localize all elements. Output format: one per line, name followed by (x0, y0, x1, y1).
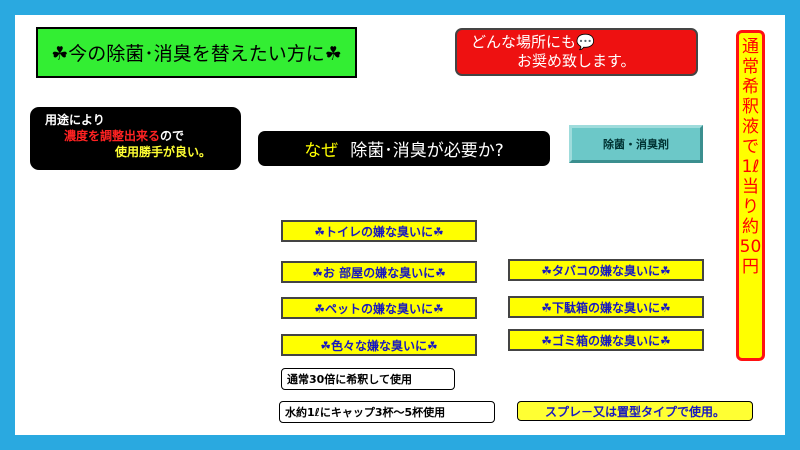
price-char: 通 (742, 37, 759, 57)
usage-line-2-rest: ので (160, 129, 185, 143)
why-box: なぜ 除菌･消臭が必要か? (258, 131, 550, 166)
water-note-text: 水約1ℓにキャップ3杯〜5杯使用 (285, 406, 446, 419)
price-char: 当 (742, 177, 759, 197)
odor-item-label: ☘お 部屋の嫌な臭いに☘ (312, 265, 446, 280)
odor-item-label: ☘トイレの嫌な臭いに☘ (314, 224, 444, 239)
odor-item-toilet: ☘トイレの嫌な臭いに☘ (281, 220, 477, 242)
odor-item-label: ☘下駄箱の嫌な臭いに☘ (541, 300, 671, 315)
recommend-line-1: どんな場所にも💬 (471, 33, 595, 51)
usage-box: 用途により 濃度を調整出来るので 使用勝手が良い。 (30, 107, 241, 170)
odor-item-trash: ☘ゴミ箱の嫌な臭いに☘ (508, 329, 704, 351)
odor-item-shoebox: ☘下駄箱の嫌な臭いに☘ (508, 296, 704, 318)
dilution-note-text: 通常30倍に希釈して使用 (287, 373, 412, 386)
water-note: 水約1ℓにキャップ3杯〜5杯使用 (279, 401, 495, 423)
title-text: ☘今の除菌･消臭を替えたい方に☘ (51, 43, 342, 65)
odor-item-room: ☘お 部屋の嫌な臭いに☘ (281, 261, 477, 283)
product-label: 除菌・消臭剤 (603, 138, 669, 151)
odor-item-various: ☘色々な嫌な臭いに☘ (281, 334, 477, 356)
price-char: 約 (742, 217, 759, 237)
slide-canvas: ☘今の除菌･消臭を替えたい方に☘ どんな場所にも💬 お奨め致します。 用途により… (15, 15, 785, 435)
price-char: 円 (742, 257, 759, 277)
title-box: ☘今の除菌･消臭を替えたい方に☘ (36, 27, 357, 78)
price-vertical-note: 通 常 希 釈 液 で 1ℓ 当 り 約 50 円 (736, 30, 765, 361)
usage-line-1: 用途により (45, 113, 105, 127)
why-text: 除菌･消臭が必要か? (350, 141, 504, 161)
spray-note-text: スプレ－又は置型タイプで使用。 (544, 404, 725, 419)
price-char: り (742, 197, 759, 217)
dilution-note: 通常30倍に希釈して使用 (281, 368, 455, 390)
odor-item-tobacco: ☘タバコの嫌な臭いに☘ (508, 259, 704, 281)
odor-item-label: ☘色々な嫌な臭いに☘ (320, 338, 438, 353)
usage-line-2-highlight: 濃度を調整出来る (64, 129, 161, 143)
price-char: 常 (742, 57, 759, 77)
odor-item-label: ☘タバコの嫌な臭いに☘ (541, 263, 671, 278)
usage-line-2: 濃度を調整出来るので (45, 128, 241, 144)
product-box: 除菌・消臭剤 (569, 125, 703, 163)
spray-note: スプレ－又は置型タイプで使用。 (517, 401, 753, 421)
why-word: なぜ (304, 141, 339, 161)
odor-item-pet: ☘ペットの嫌な臭いに☘ (281, 297, 477, 319)
recommend-box: どんな場所にも💬 お奨め致します。 (455, 28, 698, 76)
price-char: 希 (742, 77, 759, 97)
price-char: 1ℓ (741, 157, 760, 177)
price-char: 液 (742, 117, 759, 137)
usage-line-3: 使用勝手が良い。 (115, 145, 212, 159)
odor-item-label: ☘ペットの嫌な臭いに☘ (314, 301, 444, 316)
price-char: で (742, 137, 759, 157)
price-char: 50 (739, 237, 762, 257)
price-char: 釈 (742, 97, 759, 117)
odor-item-label: ☘ゴミ箱の嫌な臭いに☘ (541, 333, 671, 348)
recommend-line-2: お奨め致します。 (517, 52, 636, 70)
